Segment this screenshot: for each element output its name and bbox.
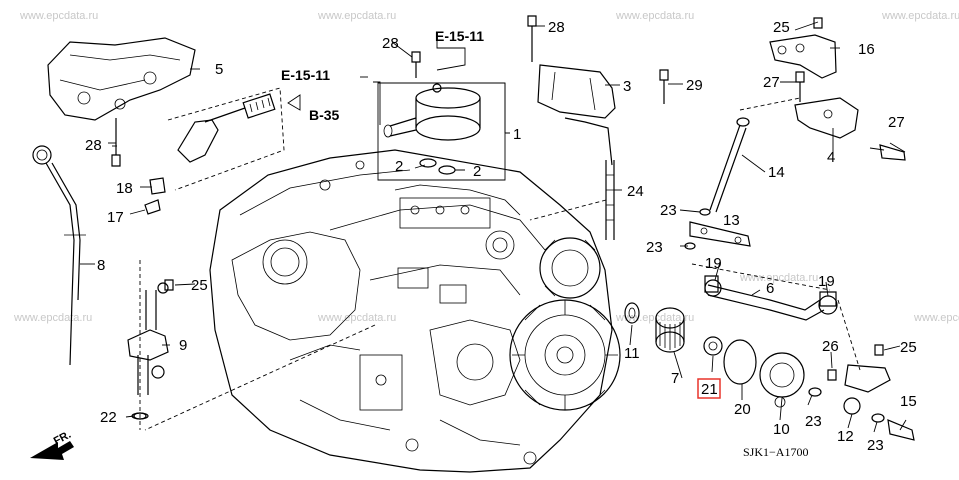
callout[interactable]: 4 xyxy=(827,149,835,166)
watermark: www.epcdata.ru xyxy=(318,312,397,324)
callout[interactable]: 22 xyxy=(100,409,117,426)
bracket-12 xyxy=(808,344,915,441)
callout[interactable]: 3 xyxy=(623,78,631,95)
callout[interactable]: 28 xyxy=(548,19,565,36)
leader-lines xyxy=(80,21,907,433)
transmission-case-drawing xyxy=(209,149,621,473)
callout[interactable]: 1 xyxy=(513,126,521,143)
callout[interactable]: 8 xyxy=(97,257,105,274)
filter-7 xyxy=(655,307,685,353)
callout[interactable]: 28 xyxy=(85,137,102,154)
callout[interactable]: 14 xyxy=(768,164,785,181)
bolt-29 xyxy=(659,69,669,104)
pipe-9 xyxy=(127,282,169,420)
callout[interactable]: 12 xyxy=(837,428,854,445)
bolt-28-top xyxy=(411,51,421,78)
ref-e-15-11-top[interactable]: E-15-11 xyxy=(435,28,484,44)
callout[interactable]: 26 xyxy=(822,338,839,355)
pipe-24 xyxy=(605,160,615,240)
callout-numbers: 1 2 2 3 4 5 6 7 8 9 10 11 12 13 14 15 16… xyxy=(85,19,917,454)
watermark: www.epcdata.ru xyxy=(14,312,93,324)
callout[interactable]: 23 xyxy=(805,413,822,430)
callout[interactable]: 2 xyxy=(395,158,403,175)
bracket-5 xyxy=(47,37,196,121)
ref-b-35[interactable]: B-35 xyxy=(309,107,340,123)
shift-bracket-18 xyxy=(144,87,285,215)
bracket-16 xyxy=(769,17,837,102)
callout[interactable]: 6 xyxy=(766,280,774,297)
callout[interactable]: 19 xyxy=(705,255,722,272)
diagram-code: SJK1−A1700 xyxy=(743,445,808,459)
spacer-11 xyxy=(624,302,640,324)
part-13 xyxy=(689,221,751,247)
callout[interactable]: 13 xyxy=(723,212,740,229)
watermark: www.epcdata.ru xyxy=(616,10,695,22)
callout[interactable]: 28 xyxy=(382,35,399,52)
callout[interactable]: 18 xyxy=(116,180,133,197)
callout[interactable]: 2 xyxy=(473,163,481,180)
bracket-3 xyxy=(537,64,616,166)
callout[interactable]: 27 xyxy=(763,74,780,91)
callout[interactable]: 10 xyxy=(773,421,790,438)
callout[interactable]: 7 xyxy=(671,370,679,387)
highlighted-part-box xyxy=(697,378,721,399)
callout[interactable]: 9 xyxy=(179,337,187,354)
rod-14 xyxy=(709,117,750,213)
callout[interactable]: 29 xyxy=(686,77,703,94)
cooler-group xyxy=(377,82,506,181)
front-direction-arrow xyxy=(30,441,74,460)
callout[interactable]: 23 xyxy=(867,437,884,454)
callout[interactable]: 5 xyxy=(215,61,223,78)
watermark: www.epcdata.ru xyxy=(318,10,397,22)
callout[interactable]: 19 xyxy=(818,273,835,290)
callout[interactable]: 25 xyxy=(900,339,917,356)
dipstick-8 xyxy=(32,145,86,366)
callout[interactable]: 20 xyxy=(734,401,751,418)
callout[interactable]: 25 xyxy=(773,19,790,36)
cover-10 xyxy=(759,352,805,408)
callout[interactable]: 16 xyxy=(858,41,875,58)
seal-21 xyxy=(703,336,723,356)
bolt-28-left xyxy=(111,118,121,167)
callout[interactable]: 11 xyxy=(624,345,640,362)
callout[interactable]: 15 xyxy=(900,393,917,410)
watermark: www.epcdata.ru xyxy=(914,312,959,324)
callout[interactable]: 25 xyxy=(191,277,208,294)
callout[interactable]: 23 xyxy=(646,239,663,256)
watermark: www.epcdata.ru xyxy=(20,10,99,22)
callout[interactable]: 24 xyxy=(627,183,644,200)
callout[interactable]: 27 xyxy=(888,114,905,131)
watermark: www.epcdata.ru xyxy=(882,10,959,22)
watermark: www.epcdata.ru xyxy=(740,272,819,284)
callout[interactable]: 17 xyxy=(107,209,124,226)
small-fasteners xyxy=(133,208,837,420)
callout[interactable]: 23 xyxy=(660,202,677,219)
o-ring-20 xyxy=(723,339,757,385)
callout[interactable]: 21 xyxy=(701,381,718,398)
ref-e-15-11-left[interactable]: E-15-11 xyxy=(281,67,330,83)
bracket-4 xyxy=(794,97,906,161)
bolt-28-right xyxy=(527,15,537,62)
